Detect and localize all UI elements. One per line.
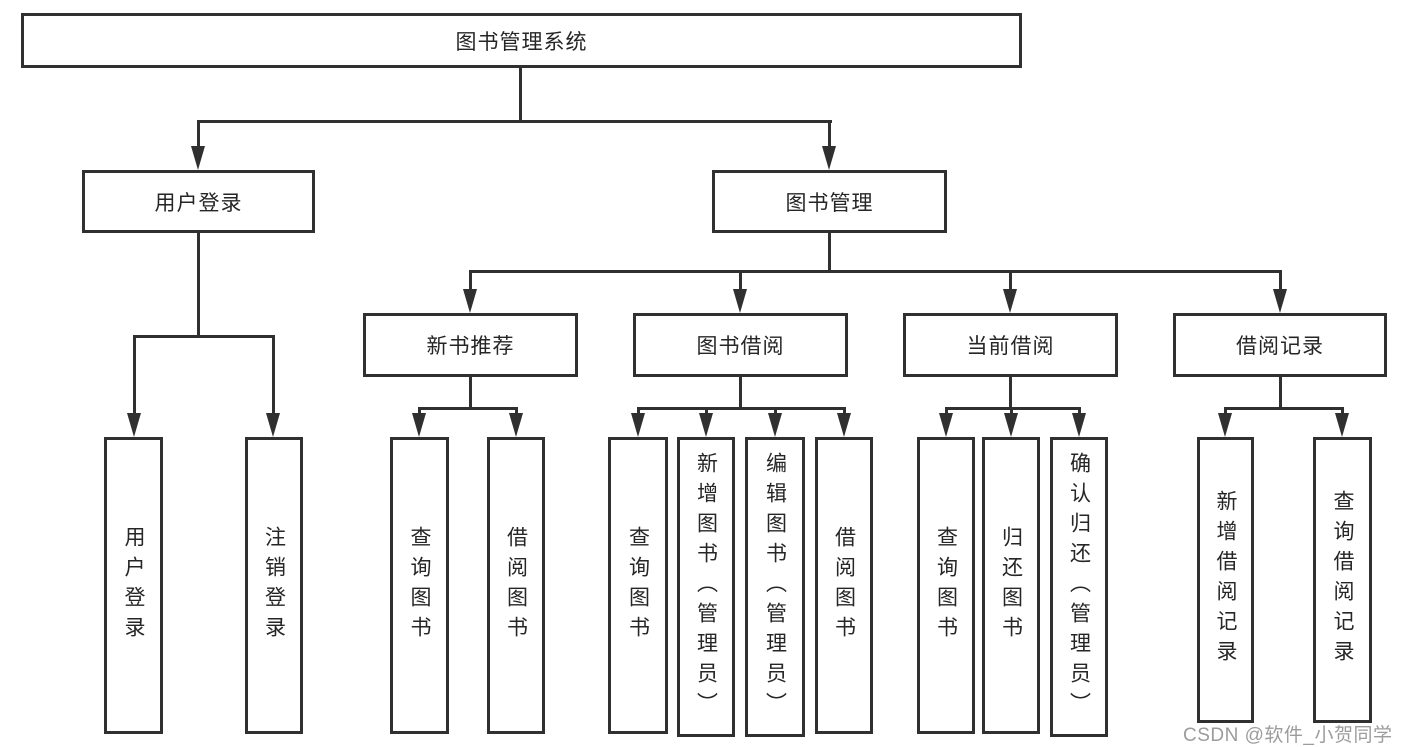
- arrow-down-icon: [1003, 289, 1017, 313]
- leaf-query-books-2-label: 查询图书: [626, 525, 650, 646]
- connector-vline: [1077, 410, 1081, 415]
- leaf-confirm-return-admin: 确认归还（管理员）: [1050, 437, 1108, 737]
- leaf-query-books-2: 查询图书: [608, 437, 668, 734]
- node-book-borrow-label: 图书借阅: [696, 335, 785, 358]
- node-root: 图书管理系统: [21, 13, 1022, 68]
- arrow-down-icon: [509, 413, 523, 437]
- leaf-query-books-3-label: 查询图书: [934, 525, 958, 646]
- node-book-borrow: 图书借阅: [633, 313, 848, 377]
- node-user-login-label: 用户登录: [154, 191, 243, 215]
- connector-hline: [196, 120, 832, 123]
- connector-vline: [417, 410, 421, 415]
- connector-vline: [132, 338, 136, 413]
- node-book-mgmt: 图书管理: [712, 170, 947, 233]
- connector-hline: [636, 407, 846, 410]
- arrow-down-icon: [412, 413, 426, 437]
- node-root-label: 图书管理系统: [455, 30, 588, 54]
- connector-vline: [738, 377, 742, 410]
- connector-vline: [196, 233, 200, 338]
- leaf-query-books-1: 查询图书: [390, 437, 449, 734]
- connector-vline: [514, 410, 518, 415]
- leaf-return-books-label: 归还图书: [999, 525, 1023, 646]
- node-borrow-records: 借阅记录: [1173, 313, 1387, 377]
- node-new-book-rec-label: 新书推荐: [426, 335, 515, 358]
- leaf-borrow-books-2-label: 借阅图书: [832, 525, 856, 646]
- leaf-user-login-label: 用户登录: [122, 525, 145, 646]
- node-borrow-records-label: 借阅记录: [1236, 335, 1324, 358]
- leaf-add-books-admin-label: 新增图书（管理员）: [694, 452, 718, 722]
- connector-vline: [773, 410, 777, 415]
- node-new-book-rec: 新书推荐: [363, 313, 578, 377]
- arrow-down-icon: [1218, 413, 1232, 437]
- node-book-mgmt-label: 图书管理: [785, 191, 874, 215]
- connector-hline: [468, 270, 1282, 273]
- connector-vline: [468, 377, 472, 410]
- arrow-down-icon: [733, 289, 747, 313]
- connector-vline: [636, 410, 640, 415]
- arrow-down-icon: [127, 413, 141, 437]
- leaf-logout: 注销登录: [245, 437, 303, 734]
- connector-hline: [417, 407, 518, 410]
- connector-vline: [1340, 410, 1344, 415]
- connector-vline: [518, 68, 522, 123]
- leaf-user-login: 用户登录: [104, 437, 163, 734]
- arrow-down-icon: [266, 413, 280, 437]
- connector-vline: [738, 273, 742, 289]
- connector-vline: [704, 410, 708, 415]
- connector-vline: [1008, 273, 1012, 289]
- node-current-borrow-label: 当前借阅: [966, 335, 1055, 358]
- arrow-down-icon: [463, 289, 477, 313]
- connector-hline: [132, 335, 275, 338]
- leaf-query-books-1-label: 查询图书: [408, 525, 431, 646]
- watermark: CSDN @软件_小贺同学: [1183, 725, 1393, 746]
- connector-vline: [842, 410, 846, 415]
- arrow-down-icon: [699, 413, 713, 437]
- connector-hline: [944, 407, 1081, 410]
- leaf-query-borrow-record-label: 查询借阅记录: [1331, 490, 1354, 670]
- connector-vline: [271, 338, 275, 413]
- connector-vline: [827, 123, 831, 149]
- connector-vline: [196, 123, 200, 149]
- connector-vline: [944, 410, 948, 415]
- connector-vline: [1009, 410, 1013, 415]
- leaf-edit-books-admin: 编辑图书（管理员）: [745, 437, 805, 737]
- arrow-down-icon: [837, 413, 851, 437]
- arrow-down-icon: [191, 146, 205, 170]
- leaf-edit-books-admin-label: 编辑图书（管理员）: [763, 452, 787, 722]
- connector-vline: [1008, 377, 1012, 410]
- leaf-add-borrow-record-label: 新增借阅记录: [1214, 490, 1237, 670]
- arrow-down-icon: [939, 413, 953, 437]
- arrow-down-icon: [1273, 289, 1287, 313]
- leaf-return-books: 归还图书: [982, 437, 1040, 734]
- node-current-borrow: 当前借阅: [903, 313, 1118, 377]
- connector-vline: [1278, 377, 1282, 410]
- leaf-query-books-3: 查询图书: [917, 437, 975, 734]
- leaf-confirm-return-admin-label: 确认归还（管理员）: [1067, 452, 1091, 722]
- leaf-borrow-books-2: 借阅图书: [815, 437, 873, 734]
- node-user-login: 用户登录: [82, 170, 315, 233]
- arrow-down-icon: [1072, 413, 1086, 437]
- leaf-borrow-books-1: 借阅图书: [487, 437, 545, 734]
- leaf-query-borrow-record: 查询借阅记录: [1313, 437, 1372, 723]
- leaf-borrow-books-1-label: 借阅图书: [504, 525, 528, 646]
- leaf-add-borrow-record: 新增借阅记录: [1197, 437, 1254, 723]
- arrow-down-icon: [1004, 413, 1018, 437]
- arrow-down-icon: [631, 413, 645, 437]
- connector-vline: [1278, 273, 1282, 289]
- arrow-down-icon: [1335, 413, 1349, 437]
- leaf-logout-label: 注销登录: [262, 525, 286, 646]
- arrow-down-icon: [822, 146, 836, 170]
- arrow-down-icon: [768, 413, 782, 437]
- connector-vline: [1223, 410, 1227, 415]
- connector-hline: [1223, 407, 1344, 410]
- connector-vline: [468, 273, 472, 289]
- leaf-add-books-admin: 新增图书（管理员）: [677, 437, 735, 737]
- connector-vline: [827, 233, 831, 273]
